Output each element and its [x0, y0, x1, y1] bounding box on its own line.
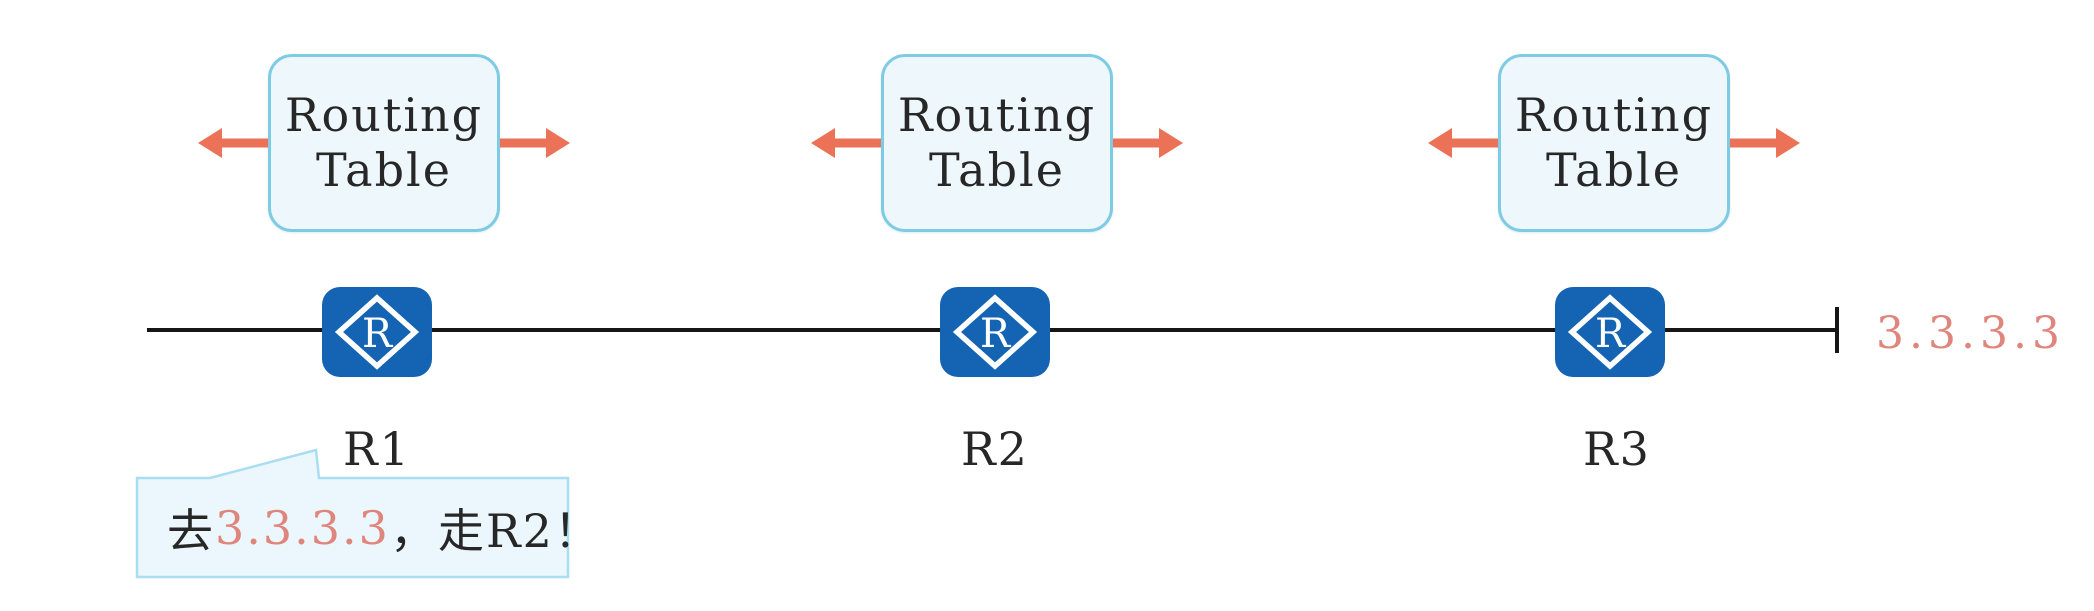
bubble-destination-ip: 3.3.3.3 — [215, 500, 390, 555]
bubble-text-prefix: 去 — [167, 503, 215, 558]
router-icon-diamond — [1567, 294, 1653, 370]
router-label-r2: R2 — [961, 422, 1029, 476]
left-arrow-icon — [1428, 128, 1498, 158]
router-icon-r3: R — [1555, 287, 1665, 377]
right-arrow-icon — [500, 128, 570, 158]
routing-table-label-line1: Routing — [897, 88, 1097, 142]
router-icon-letter: R — [1595, 311, 1627, 357]
router-label-r1: R1 — [343, 422, 411, 476]
routing-table-label-line2: Table — [1546, 143, 1682, 197]
router-icon-diamond — [952, 294, 1038, 370]
left-arrow-icon — [198, 128, 268, 158]
left-arrow-icon — [811, 128, 881, 158]
routing-table-label-line1: Routing — [284, 88, 484, 142]
router-icon-background — [1555, 287, 1665, 377]
router-icon-r2: R — [940, 287, 1050, 377]
router-icon-background — [940, 287, 1050, 377]
right-arrow-icon — [1730, 128, 1800, 158]
router-label-r3: R3 — [1583, 422, 1651, 476]
right-arrow-icon — [1113, 128, 1183, 158]
routing-table-box-r2: Routing Table — [881, 54, 1113, 232]
speech-bubble — [135, 448, 570, 579]
routing-table-label-line2: Table — [929, 143, 1065, 197]
routing-table-box-r3: Routing Table — [1498, 54, 1730, 232]
link-end-terminator — [1835, 307, 1839, 353]
speech-bubble-shape — [135, 448, 570, 579]
bubble-text-suffix: ，走R2！ — [389, 503, 602, 558]
router-icon-letter: R — [980, 311, 1012, 357]
router-icon-diamond — [334, 294, 420, 370]
router-icon-letter: R — [362, 311, 394, 357]
destination-ip-label: 3.3.3.3 — [1876, 308, 2065, 359]
routing-table-label-line2: Table — [316, 143, 452, 197]
routing-table-label-line1: Routing — [1514, 88, 1714, 142]
router-icon-background — [322, 287, 432, 377]
routing-table-box-r1: Routing Table — [268, 54, 500, 232]
router-icon-r1: R — [322, 287, 432, 377]
